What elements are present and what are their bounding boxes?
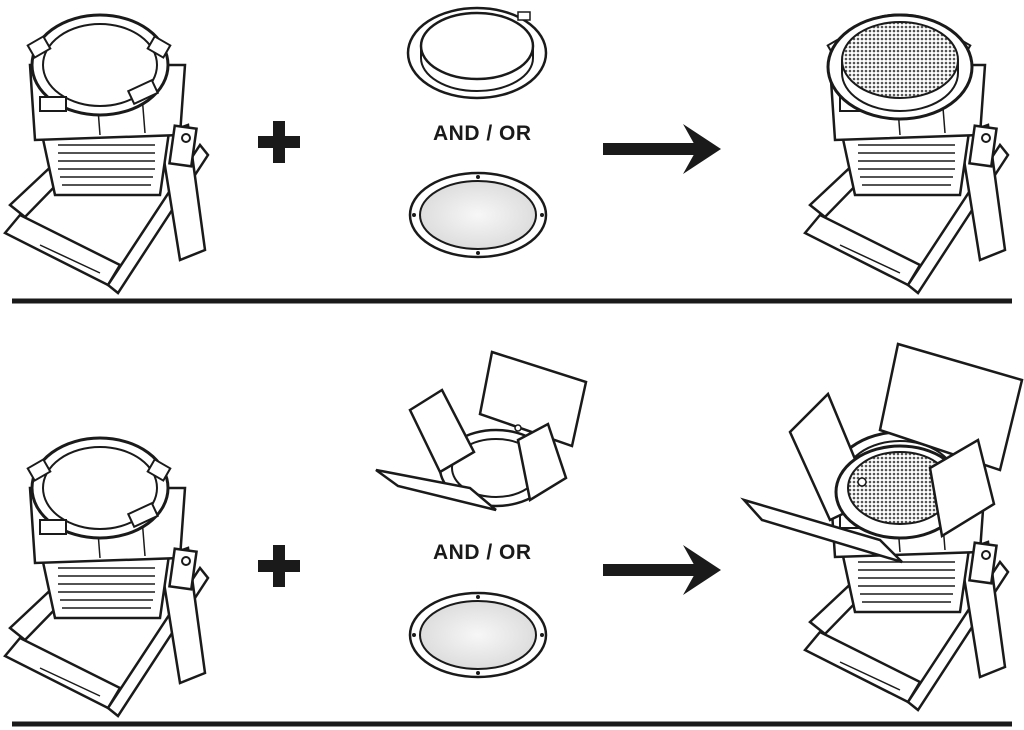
frost-filter <box>408 591 548 679</box>
barn-doors <box>375 350 588 512</box>
arrow-right <box>603 545 721 595</box>
frost-filter <box>408 171 548 259</box>
honeycomb-louver-ring <box>406 6 548 100</box>
and-or-label: AND / OR <box>433 541 532 564</box>
and-or-label: AND / OR <box>433 122 532 145</box>
plus-sign <box>258 121 300 163</box>
fixture-with-barn-doors <box>740 342 1024 712</box>
row-2 <box>3 342 1024 718</box>
arrow-right <box>603 124 721 174</box>
plus-sign <box>258 545 300 587</box>
row-1 <box>3 6 1010 295</box>
fixture-base <box>3 436 210 718</box>
fixture-with-louver <box>803 13 1010 295</box>
fixture-base <box>3 13 210 295</box>
